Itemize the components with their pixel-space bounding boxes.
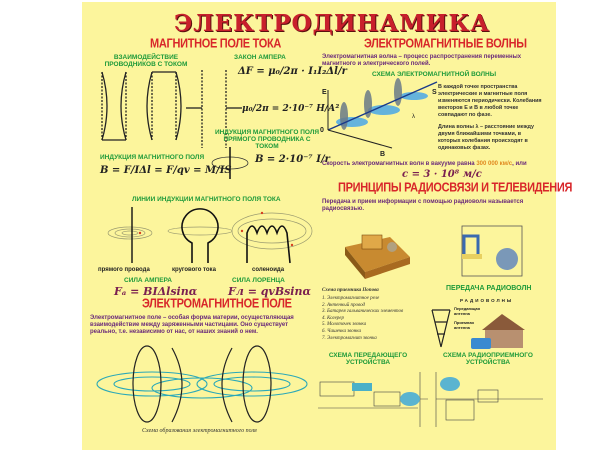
transmitter-receiver-block-diagrams [318, 372, 543, 427]
induction-label: ИНДУКЦИЯ МАГНИТНОГО ПОЛЯ [100, 154, 205, 161]
radio-transmission-image [431, 309, 525, 349]
receive-antenna-label: Приемная антенна [454, 320, 474, 330]
caption-straight-wire: прямого провода [98, 267, 150, 273]
popov-item: 4. Когерер [322, 315, 345, 321]
em-waves-heading: ЭЛЕКТРОМАГНИТНЫЕ ВОЛНЫ [364, 37, 527, 51]
ampere-force-formula: Fₐ = BIΔlsinα [114, 285, 198, 298]
popov-receiver-image [345, 234, 410, 279]
em-waves-definition: Электромагнитная волна – процесс распрос… [322, 54, 522, 67]
ampere-force-label: СИЛА АМПЕРА [124, 277, 173, 284]
popov-title: Схема приемника Попова [322, 288, 379, 293]
field-lines-diagram [107, 207, 313, 264]
ampere-law-formula: ΔF = μ₀/2π · I₁I₂Δl/r [238, 66, 347, 77]
electrodynamics-poster: ЭЛЕКТРОДИНАМИКА МАГНИТНОЕ ПОЛЕ ТОКА ВЗАИ… [82, 2, 572, 450]
transmit-antenna-label: Передающая антенна [454, 306, 480, 316]
generator-image [461, 225, 523, 277]
radio-heading: ПРИНЦИПЫ РАДИОСВЯЗИ И ТЕЛЕВИДЕНИЯ [338, 181, 573, 195]
popov-list: 1. Электромагнитное реле 2. Антенный про… [322, 296, 403, 342]
em-field-caption: Схема образования электромагнитного поля [142, 428, 257, 434]
speed-text: Скорость электромагнитных волн в вакууме… [322, 161, 475, 167]
em-wave-speed: Скорость электромагнитных волн в вакууме… [322, 161, 527, 168]
speed-formula: c = 3 · 10⁸ м/с [402, 169, 482, 180]
axis-b-label: B [380, 151, 385, 158]
transmission-label: ПЕРЕДАЧА РАДИОВОЛН [446, 285, 532, 292]
em-wave-description-1: В каждой точке пространства электрически… [438, 84, 542, 118]
interaction-label: ВЗАИМОДЕЙСТВИЕ ПРОВОДНИКОВ С ТОКОМ [104, 54, 188, 68]
axis-origin-label: 0 [320, 127, 324, 134]
popov-item: 3. Батарея гальванических элементов [322, 309, 404, 315]
axis-e-label: E [322, 89, 327, 96]
caption-circular-current: кругового тока [172, 267, 216, 273]
induction-formula: B = F/IΔl = F/qv = M/IS [100, 165, 232, 176]
straight-induction-label: ИНДУКЦИЯ МАГНИТНОГО ПОЛЯ ПРЯМОГО ПРОВОДН… [214, 129, 320, 150]
lorentz-force-label: СИЛА ЛОРЕНЦА [232, 277, 285, 284]
caption-solenoid: соленоида [252, 267, 285, 273]
radio-definition: Передача и прием информации с помощью ра… [322, 199, 524, 212]
radiowaves-label: РАДИОВОЛНЫ [460, 298, 514, 303]
receiver-scheme-label: СХЕМА РАДИОПРИЕМНОГО УСТРОЙСТВА [443, 352, 533, 366]
em-field-heading: ЭЛЕКТРОМАГНИТНОЕ ПОЛЕ [142, 297, 292, 311]
em-field-definition: Электромагнитное поле – особая форма мат… [90, 315, 294, 335]
em-wave-scheme-label: СХЕМА ЭЛЕКТРОМАГНИТНОЙ ВОЛНЫ [372, 71, 497, 78]
em-wave-description-2: Длина волны λ – расстояние между двумя б… [438, 124, 535, 151]
popov-item: 7. Электромагнит звонка [322, 335, 377, 341]
field-lines-label: ЛИНИИ ИНДУКЦИИ МАГНИТНОГО ПОЛЯ ТОКА [132, 196, 281, 203]
popov-item: 1. Электромагнитное реле [322, 296, 380, 301]
mu-formula: μ₀/2π = 2·10⁻⁷ Н/А² [242, 104, 340, 114]
transmitter-scheme-label: СХЕМА ПЕРЕДАЮЩЕГО УСТРОЙСТВА [328, 352, 408, 366]
popov-item: 6. Чашечка звонка [322, 328, 361, 334]
poster-title: ЭЛЕКТРОДИНАМИКА [174, 10, 491, 37]
magnetic-field-heading: МАГНИТНОЕ ПОЛЕ ТОКА [150, 37, 282, 51]
axis-s-label: S [432, 89, 437, 96]
em-field-formation-diagram [96, 345, 308, 423]
speed-value: 300 000 км/с [476, 161, 513, 167]
conductors-interaction-diagram [101, 70, 242, 148]
ampere-law-label: ЗАКОН АМПЕРА [234, 54, 286, 61]
straight-induction-formula: B = 2·10⁻⁷ I/r [255, 154, 330, 165]
em-wave-diagram: E 0 B S λ [320, 78, 438, 158]
popov-item: 5. Молоточек звонка [322, 322, 367, 328]
popov-item: 2. Антенный провод [322, 302, 366, 308]
lorentz-force-formula: Fл = qvBsinα [228, 285, 311, 298]
straight-wire-field-diagram [211, 147, 249, 179]
lambda-label: λ [412, 114, 415, 120]
speed-suffix: , или [512, 161, 527, 167]
